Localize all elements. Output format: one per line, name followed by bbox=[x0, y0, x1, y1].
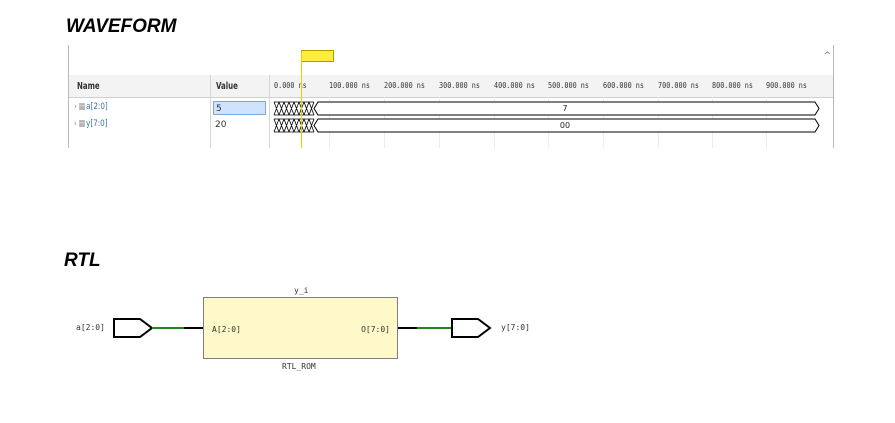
column-header-row: Name Value bbox=[69, 75, 833, 98]
signal-name: y[7:0] bbox=[86, 119, 108, 129]
input-port-label: a[2:0] bbox=[76, 323, 105, 332]
signal-row-y[interactable]: ›▦y[7:0] bbox=[74, 119, 108, 129]
column-divider[interactable] bbox=[210, 75, 211, 148]
expand-chevron-icon[interactable]: › bbox=[74, 102, 77, 112]
pin-out-label: O[7:0] bbox=[361, 325, 390, 334]
expand-chevron-icon[interactable]: › bbox=[74, 119, 77, 129]
bus-icon: ▦ bbox=[78, 102, 86, 112]
signal-row-a[interactable]: ›▦a[2:0] bbox=[74, 102, 108, 112]
name-column-header[interactable]: Name bbox=[77, 81, 100, 92]
time-cursor[interactable] bbox=[301, 52, 302, 148]
time-tick-label: 400.000 ns bbox=[494, 81, 535, 90]
rtl-heading: RTL bbox=[64, 250, 101, 271]
time-tick-label: 500.000 ns bbox=[548, 81, 589, 90]
bus-transitions-y bbox=[273, 118, 315, 133]
waveform-heading: WAVEFORM bbox=[66, 16, 177, 37]
instance-name-label: y_i bbox=[294, 286, 309, 295]
time-tick-label: 600.000 ns bbox=[603, 81, 644, 90]
input-port-icon[interactable] bbox=[113, 318, 154, 338]
bus-icon: ▦ bbox=[78, 119, 86, 129]
time-tick-label: 100.000 ns bbox=[329, 81, 370, 90]
output-port-icon[interactable] bbox=[451, 318, 492, 338]
bus-value-label-y: 00 bbox=[560, 121, 570, 130]
time-tick-label: 900.000 ns bbox=[766, 81, 807, 90]
bus-segment-a[interactable] bbox=[313, 101, 820, 116]
time-tick-label: 800.000 ns bbox=[712, 81, 753, 90]
bus-value-label-a: 7 bbox=[562, 104, 567, 113]
cell-type-label: RTL_ROM bbox=[282, 362, 316, 371]
bus-transitions-a bbox=[273, 101, 315, 116]
time-tick-label: 0.000 ns bbox=[274, 81, 307, 90]
signal-name: a[2:0] bbox=[86, 102, 108, 112]
output-port-label: y[7:0] bbox=[501, 323, 530, 332]
column-divider[interactable] bbox=[269, 75, 270, 148]
value-column-header[interactable]: Value bbox=[216, 81, 238, 92]
scroll-up-icon[interactable]: ^ bbox=[823, 51, 831, 61]
signal-value-a[interactable]: 5 bbox=[213, 101, 266, 115]
pin-in-label: A[2:0] bbox=[212, 325, 241, 334]
time-tick-label: 200.000 ns bbox=[384, 81, 425, 90]
waveform-traces[interactable]: 7 00 bbox=[69, 45, 833, 148]
signal-value-y[interactable]: 20 bbox=[215, 120, 227, 130]
time-tick-label: 300.000 ns bbox=[439, 81, 480, 90]
bus-segment-y[interactable] bbox=[313, 118, 820, 133]
rtl-rom-block[interactable]: A[2:0] O[7:0] bbox=[203, 297, 398, 359]
trace-group bbox=[273, 101, 820, 133]
waveform-viewer[interactable]: ^ Name Value 0.000 ns 100.000 ns 200.000… bbox=[68, 45, 834, 148]
time-tick-label: 700.000 ns bbox=[658, 81, 699, 90]
